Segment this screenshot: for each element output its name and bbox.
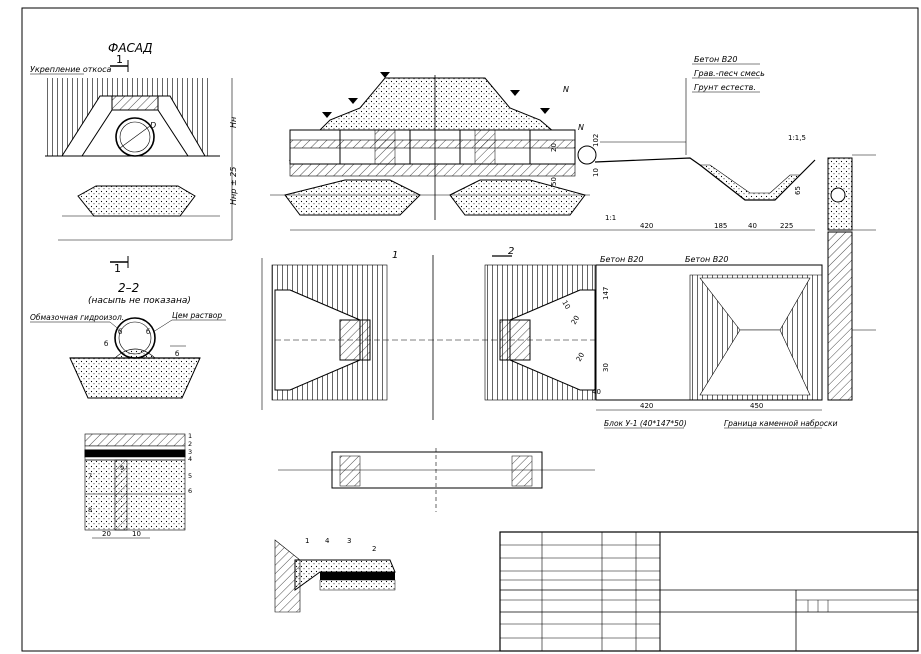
right-column xyxy=(827,154,876,401)
dim-10: 10 xyxy=(592,168,600,177)
n-label-1: N xyxy=(563,85,569,94)
layer-num-1: 1 xyxy=(188,432,192,440)
section-mark-1-top: 1 xyxy=(116,53,123,66)
layer-num-3: 3 xyxy=(188,448,192,456)
section-2-2-title: 2–2 xyxy=(118,281,139,295)
sheet-frame xyxy=(21,7,919,652)
hn-label: Нн xyxy=(229,117,238,128)
dim-102: 102 xyxy=(592,134,600,147)
plan-dim-10: 10 xyxy=(560,299,571,311)
layer-num-4: 4 xyxy=(188,455,192,463)
waterproof-label: Обмазочная гидроизол. xyxy=(30,313,124,322)
layer-num-5: 5 xyxy=(188,472,192,480)
section-2-2-subtitle: (насыпь не показана) xyxy=(88,296,191,306)
plan-dim-147: 147 xyxy=(602,287,610,300)
ground-label: Грунт естеств. xyxy=(694,83,756,92)
plan-dim-20a: 20 xyxy=(575,351,586,363)
dim-a: б xyxy=(118,328,122,336)
plan-dim-450: 450 xyxy=(750,402,763,410)
diameter-label: D xyxy=(150,121,156,130)
section-2-2: 2–2 (насыпь не показана) Обмазочная гидр… xyxy=(30,281,226,399)
dim-50: 50 xyxy=(550,177,558,186)
layer-num-8: 8 xyxy=(88,506,92,514)
plan-mark-2: 2 xyxy=(508,246,514,257)
detail-b-2: 2 xyxy=(372,545,376,553)
dim-40: 40 xyxy=(748,222,757,230)
layer-num-6: 6 xyxy=(188,487,192,495)
layer-num-7: 7 xyxy=(88,472,92,480)
plan-mark-1: 1 xyxy=(392,250,398,261)
plan-dim-20b: 20 xyxy=(570,314,581,326)
slope-1-1-5: 1:1,5 xyxy=(788,134,806,142)
mortar-label: Цем раствор xyxy=(172,311,222,320)
section-mark-1-bottom: 1 xyxy=(114,262,121,275)
detail-dim-20: 20 xyxy=(102,530,111,538)
plan-beton-2: Бетон В20 xyxy=(685,255,728,264)
stone-label: Граница каменной наброски xyxy=(724,419,838,428)
pipe-top-view xyxy=(278,448,595,512)
detail-b-4: 4 xyxy=(325,537,330,545)
layer-num-9: 9 xyxy=(120,464,124,472)
dim-65: 65 xyxy=(794,186,802,195)
dim-e: б xyxy=(175,350,179,358)
longitudinal-section: N N 102 20 50 10 Бетон В20 Грав.-песч см… xyxy=(270,55,816,231)
title-block xyxy=(499,531,919,652)
hnp-label: Ннр ± 25 xyxy=(229,167,238,205)
detail-b-3: 3 xyxy=(347,537,351,545)
plan-beton-1: Бетон В20 xyxy=(600,255,643,264)
n-label-2: N xyxy=(578,123,584,132)
dim-b: б xyxy=(146,328,150,336)
facade-title: ФАСАД xyxy=(108,41,153,55)
dim-185: 185 xyxy=(714,222,727,230)
plan-dim-420: 420 xyxy=(640,402,653,410)
plan-dim-30: 30 xyxy=(602,363,610,372)
plan-view: 1 2 Бетон В20 Бетон В20 147 30 40 20 20 … xyxy=(261,246,838,429)
gravel-label: Грав.-песч смесь xyxy=(694,69,765,78)
facade-view: ФАСАД 1 Укрепление откоса D Нн Ннр ± 25 … xyxy=(30,41,238,275)
dim-c: б xyxy=(104,340,108,348)
dim-420: 420 xyxy=(640,222,653,230)
detail-dim-10: 10 xyxy=(132,530,141,538)
detail-slope: 1 4 3 2 xyxy=(274,537,396,613)
detail-b-1: 1 xyxy=(305,537,309,545)
block-label: Блок У-1 (40*147*50) xyxy=(604,419,687,428)
beton-label: Бетон В20 xyxy=(694,55,737,64)
slope-label: Укрепление откоса xyxy=(30,65,112,74)
dim-20: 20 xyxy=(550,143,558,152)
layer-num-2: 2 xyxy=(188,440,192,448)
detail-layers: 1 2 3 4 5 6 7 8 9 20 10 xyxy=(84,432,192,539)
plan-dim-40: 40 xyxy=(592,388,601,396)
dim-225: 225 xyxy=(780,222,793,230)
slope-1-1: 1:1 xyxy=(605,214,616,222)
